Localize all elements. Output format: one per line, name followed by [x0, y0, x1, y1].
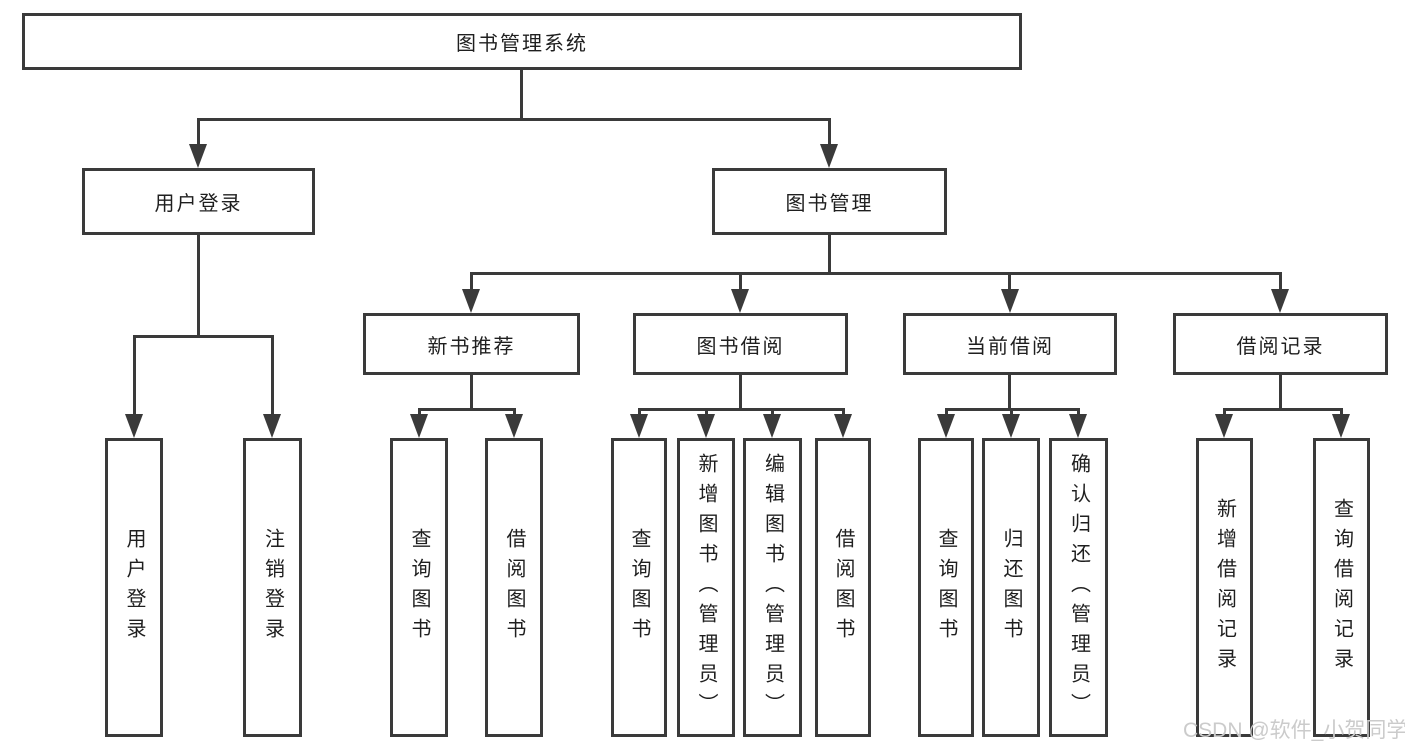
arrowhead [410, 414, 428, 438]
connector-line [1010, 408, 1013, 417]
arrowhead [731, 289, 749, 313]
connector-line [842, 408, 845, 417]
connector-line [739, 375, 742, 411]
leaf-recommend-query-book: 查询图书 [390, 438, 448, 737]
arrowhead [937, 414, 955, 438]
leaf-label: 借阅图书 [503, 527, 525, 648]
arrowhead [630, 414, 648, 438]
connector-line [198, 118, 831, 121]
arrowhead [1215, 414, 1233, 438]
connector-line [1008, 272, 1011, 291]
node-book-borrow: 图书借阅 [633, 313, 848, 375]
connector-line [828, 235, 831, 275]
connector-line [638, 408, 641, 417]
connector-line [197, 118, 200, 148]
connector-line [1340, 408, 1343, 417]
connector-line [1223, 408, 1343, 411]
arrowhead [1271, 289, 1289, 313]
leaf-borrow-query-book: 查询图书 [611, 438, 667, 737]
connector-line [133, 335, 274, 338]
leaf-label: 新增借阅记录 [1213, 497, 1236, 678]
leaf-borrow-add-book-admin: 新增图书（管理员） [677, 438, 735, 737]
arrowhead [263, 414, 281, 438]
connector-line [1223, 408, 1226, 417]
connector-line [513, 408, 516, 417]
connector-line [197, 235, 200, 335]
connector-line [520, 70, 523, 118]
connector-line [470, 375, 473, 411]
arrowhead [1069, 414, 1087, 438]
leaf-record-query-record: 查询借阅记录 [1313, 438, 1370, 737]
connector-line [271, 335, 274, 416]
leaf-label: 查询图书 [935, 527, 957, 648]
leaf-current-confirm-return-admin: 确认归还（管理员） [1049, 438, 1108, 737]
leaf-label: 归还图书 [1000, 527, 1022, 648]
arrowhead [462, 289, 480, 313]
connector-line [133, 335, 136, 416]
connector-line [418, 408, 515, 411]
arrowhead [763, 414, 781, 438]
leaf-label: 查询图书 [628, 527, 650, 648]
leaf-record-add-record: 新增借阅记录 [1196, 438, 1253, 737]
leaf-recommend-borrow-book: 借阅图书 [485, 438, 543, 737]
arrowhead [1002, 414, 1020, 438]
connector-line [705, 408, 708, 417]
leaf-current-query-book: 查询图书 [918, 438, 974, 737]
arrowhead [820, 144, 838, 168]
leaf-logout: 注销登录 [243, 438, 302, 737]
connector-line [418, 408, 421, 417]
node-current-borrow: 当前借阅 [903, 313, 1117, 375]
leaf-label: 编辑图书（管理员） [761, 452, 784, 723]
arrowhead [697, 414, 715, 438]
node-new-book-recommend: 新书推荐 [363, 313, 580, 375]
arrowhead [1332, 414, 1350, 438]
connector-line [470, 272, 473, 291]
node-book-management: 图书管理 [712, 168, 947, 235]
connector-line [470, 272, 1282, 275]
connector-line [1077, 408, 1080, 417]
connector-line [1279, 375, 1282, 411]
leaf-label: 借阅图书 [832, 527, 854, 648]
arrowhead [505, 414, 523, 438]
connector-line [945, 408, 948, 417]
leaf-user-login: 用户登录 [105, 438, 163, 737]
leaf-borrow-borrow-book: 借阅图书 [815, 438, 871, 737]
leaf-label: 确认归还（管理员） [1067, 452, 1090, 723]
node-borrow-record: 借阅记录 [1173, 313, 1388, 375]
leaf-label: 新增图书（管理员） [695, 452, 717, 723]
connector-line [771, 408, 774, 417]
leaf-label: 查询图书 [408, 527, 430, 648]
arrowhead [189, 144, 207, 168]
connector-line [739, 272, 742, 291]
arrowhead [125, 414, 143, 438]
leaf-label: 用户登录 [123, 527, 145, 648]
node-root: 图书管理系统 [22, 13, 1022, 70]
arrowhead [834, 414, 852, 438]
leaf-label: 查询借阅记录 [1330, 497, 1353, 678]
csdn-watermark: CSDN @软件_小贺同学 [1183, 719, 1405, 742]
connector-line [638, 408, 845, 411]
leaf-label: 注销登录 [261, 527, 284, 648]
leaf-current-return-book: 归还图书 [982, 438, 1040, 737]
connector-line [828, 118, 831, 148]
connector-line [1008, 375, 1011, 411]
connector-line [1279, 272, 1282, 291]
leaf-borrow-edit-book-admin: 编辑图书（管理员） [743, 438, 802, 737]
node-user-login: 用户登录 [82, 168, 315, 235]
arrowhead [1001, 289, 1019, 313]
